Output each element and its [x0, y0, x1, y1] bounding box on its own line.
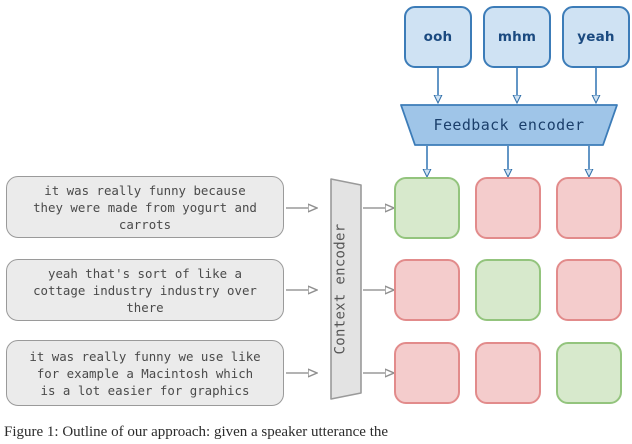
feedback-token-mhm[interactable]: mhm: [483, 6, 551, 68]
feedback-token-yeah[interactable]: yeah: [562, 6, 630, 68]
matrix-cell[interactable]: [394, 342, 460, 404]
matrix-cell[interactable]: [556, 177, 622, 239]
matrix-cell[interactable]: [556, 259, 622, 321]
matrix-cell[interactable]: [394, 259, 460, 321]
matrix-cell[interactable]: [394, 177, 460, 239]
matrix-cell[interactable]: [475, 177, 541, 239]
matrix-cell[interactable]: [556, 342, 622, 404]
utterance-box-1[interactable]: yeah that's sort of like a cottage indus…: [6, 259, 284, 321]
matrix-cell[interactable]: [475, 259, 541, 321]
feedback-encoder-shape: [400, 104, 618, 146]
feedback-token-ooh[interactable]: ooh: [404, 6, 472, 68]
figure-caption: Figure 1: Outline of our approach: given…: [4, 424, 389, 440]
utterance-box-0[interactable]: it was really funny because they were ma…: [6, 176, 284, 238]
context-encoder-shape: [330, 178, 362, 400]
matrix-cell[interactable]: [475, 342, 541, 404]
utterance-box-2[interactable]: it was really funny we use like for exam…: [6, 340, 284, 406]
